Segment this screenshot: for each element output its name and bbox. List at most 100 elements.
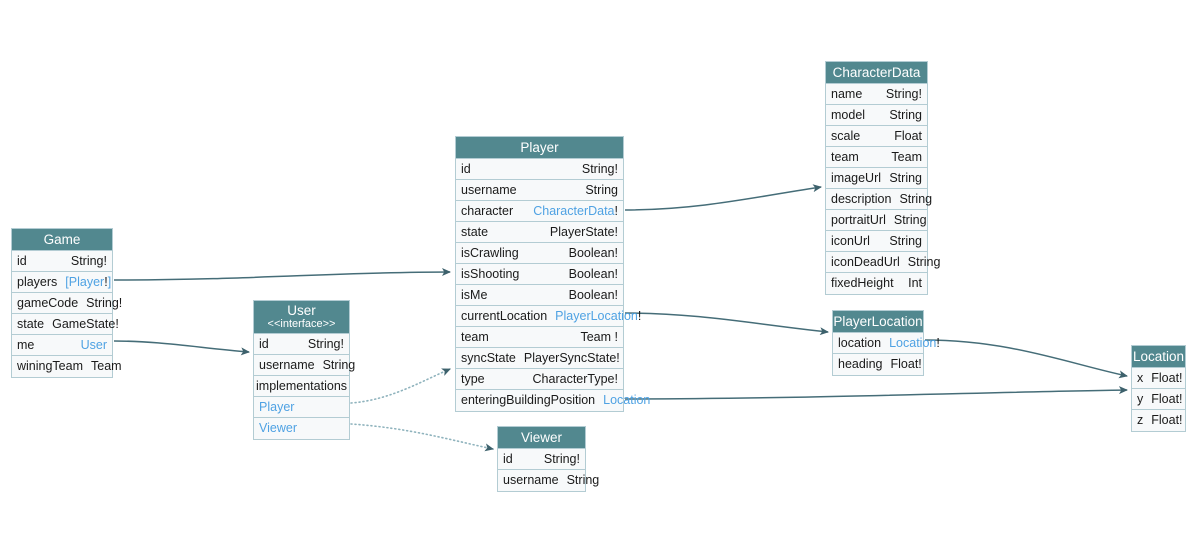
field-name: username xyxy=(461,182,517,197)
edge-playerlocation-location-to-location xyxy=(924,339,1128,379)
entity-header-user: User<<interface>> xyxy=(254,301,349,334)
implementation-player[interactable]: Player xyxy=(254,397,349,418)
field-type: Boolean! xyxy=(568,266,618,281)
field-name: x xyxy=(1137,370,1144,385)
field-type: Team xyxy=(91,359,122,373)
entity-header-viewer: Viewer xyxy=(498,427,585,449)
field-row-player-is-shooting[interactable]: isShooting Boolean! xyxy=(456,264,623,285)
field-type[interactable]: Location! xyxy=(889,335,940,350)
field-type: String! xyxy=(86,295,123,310)
field-row-game-players[interactable]: players [Player!] xyxy=(12,272,112,293)
field-name: description xyxy=(831,191,892,206)
field-name: scale xyxy=(831,128,861,143)
field-name: isShooting xyxy=(461,266,520,281)
field-row-player-sync-state[interactable]: syncState PlayerSyncState! xyxy=(456,348,623,369)
field-row-player-entering-building-position[interactable]: enteringBuildingPosition Location xyxy=(456,390,650,411)
field-type: Int xyxy=(908,276,922,290)
field-row-player-current-location[interactable]: currentLocation PlayerLocation! xyxy=(456,306,641,327)
field-type: Float xyxy=(894,128,922,143)
edge-game-me-to-user xyxy=(113,340,250,356)
field-name: enteringBuildingPosition xyxy=(461,393,596,407)
field-type[interactable]: Location xyxy=(603,393,651,407)
edge-player-character-to-characterdata xyxy=(624,184,822,211)
field-name: id xyxy=(503,451,513,466)
field-type: String! xyxy=(70,253,107,268)
field-row-game-id[interactable]: id String! xyxy=(12,251,112,272)
field-type: String! xyxy=(885,86,922,101)
field-row-character-data-name[interactable]: name String! xyxy=(826,84,927,105)
field-name: username xyxy=(259,357,315,372)
field-name: type xyxy=(461,371,485,386)
edge-player-currentlocation-to-playerlocation xyxy=(624,312,829,336)
entity-header-game: Game xyxy=(12,229,112,251)
field-name: players xyxy=(17,274,58,289)
field-name: state xyxy=(461,224,489,239)
field-type: CharacterType! xyxy=(532,371,618,386)
field-name: isMe xyxy=(461,287,488,302)
field-name: state xyxy=(17,316,45,331)
field-name: team xyxy=(831,149,859,164)
field-type: Float! xyxy=(890,357,922,371)
field-name: iconUrl xyxy=(831,233,870,248)
field-row-player-location-heading[interactable]: heading Float! xyxy=(833,354,923,375)
implementation-viewer[interactable]: Viewer xyxy=(254,418,349,439)
field-row-location-z[interactable]: z Float! xyxy=(1132,410,1185,431)
field-row-character-data-scale[interactable]: scale Float xyxy=(826,126,927,147)
field-name: winingTeam xyxy=(17,359,84,373)
field-name: heading xyxy=(838,357,883,371)
field-name: z xyxy=(1137,413,1144,427)
field-type[interactable]: PlayerLocation! xyxy=(555,308,642,323)
field-name: currentLocation xyxy=(461,308,548,323)
field-type: String xyxy=(907,254,941,269)
field-type[interactable]: User xyxy=(80,337,107,352)
field-name: id xyxy=(259,336,269,351)
field-type: PlayerSyncState! xyxy=(523,350,620,365)
field-type: String! xyxy=(581,161,618,176)
field-name: team xyxy=(461,329,489,344)
field-row-game-wining-team[interactable]: winingTeam Team xyxy=(12,356,122,377)
field-name: id xyxy=(17,253,27,268)
edge-user-implements-player xyxy=(350,368,451,404)
field-row-player-type[interactable]: type CharacterType! xyxy=(456,369,623,390)
entity-header-location: Location xyxy=(1132,346,1185,368)
field-name: syncState xyxy=(461,350,516,365)
field-type[interactable]: CharacterData! xyxy=(533,203,618,218)
field-type[interactable]: [Player!] xyxy=(65,274,112,289)
field-name: name xyxy=(831,86,863,101)
entity-stereotype: <<interface>> xyxy=(267,318,336,330)
field-type: Float! xyxy=(1151,413,1183,427)
